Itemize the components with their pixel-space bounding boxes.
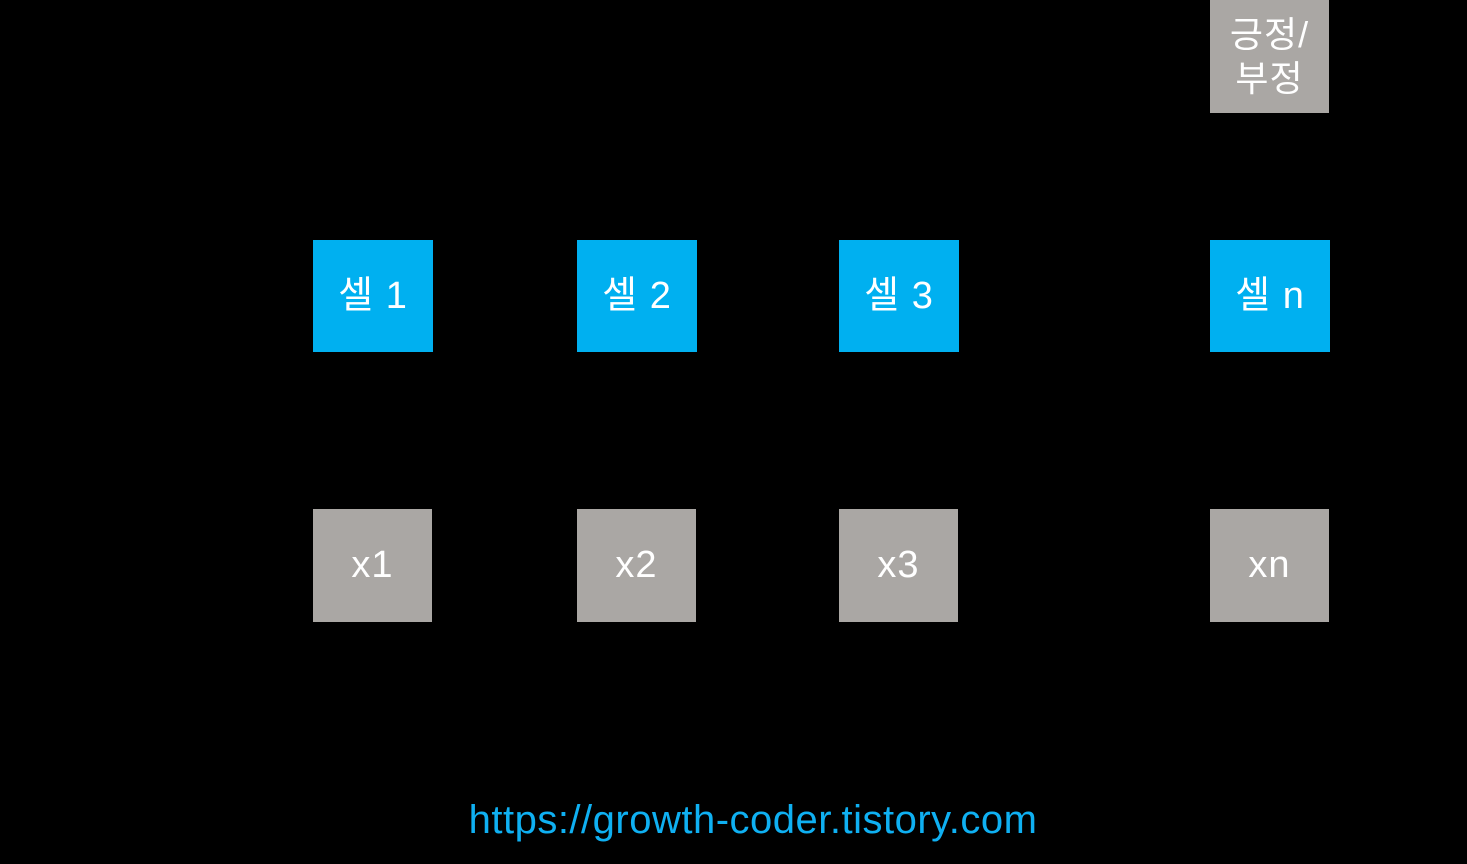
cell-box-n: 셀 n xyxy=(1210,240,1330,352)
output-box-label-line2: 부정 xyxy=(1235,57,1304,99)
cell-box-1: 셀 1 xyxy=(313,240,433,352)
output-box-sentiment: 긍정/ 부정 xyxy=(1210,0,1329,113)
input-box-x3: x3 xyxy=(839,509,958,622)
output-box-label-line1: 긍정/ xyxy=(1229,13,1310,55)
cell-box-3-label: 셀 3 xyxy=(864,274,934,317)
input-box-x1: x1 xyxy=(313,509,432,622)
input-box-x1-label: x1 xyxy=(351,544,394,587)
footer-url-link[interactable]: https://growth-coder.tistory.com xyxy=(468,798,1038,842)
cell-box-n-label: 셀 n xyxy=(1235,274,1305,317)
cell-box-1-label: 셀 1 xyxy=(338,274,408,317)
input-box-x2-label: x2 xyxy=(615,544,658,587)
cell-box-2-label: 셀 2 xyxy=(602,274,672,317)
input-box-xn-label: xn xyxy=(1248,544,1291,587)
input-box-xn: xn xyxy=(1210,509,1329,622)
cell-box-3: 셀 3 xyxy=(839,240,959,352)
input-box-x3-label: x3 xyxy=(877,544,920,587)
cell-box-2: 셀 2 xyxy=(577,240,697,352)
input-box-x2: x2 xyxy=(577,509,696,622)
